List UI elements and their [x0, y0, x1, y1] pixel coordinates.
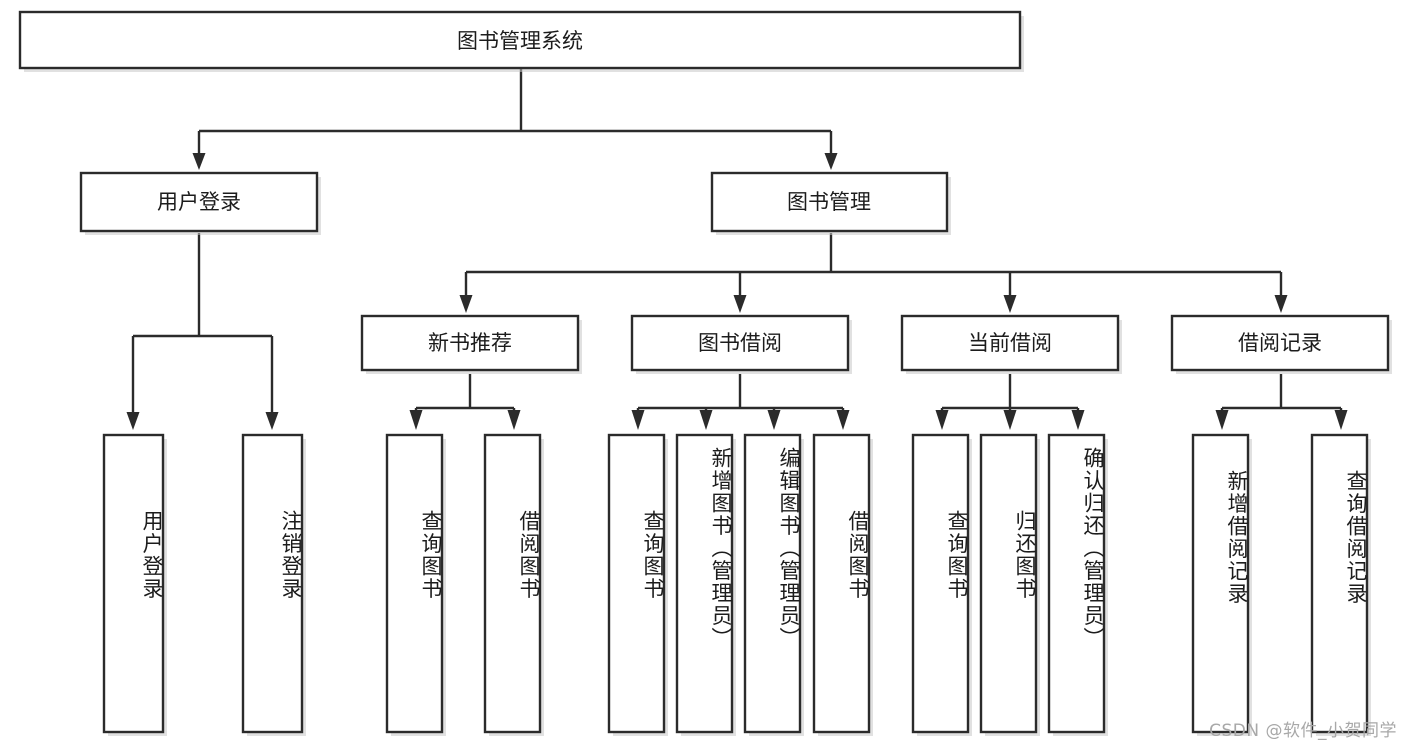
connector-group-user-login — [126, 233, 279, 430]
arrow-user-login-leaf-2 — [265, 412, 279, 430]
connector-group-root — [192, 69, 838, 170]
node-borrow-record[interactable]: 借阅记录 — [1170, 314, 1392, 374]
node-book-borrow[interactable]: 图书借阅 — [630, 314, 852, 374]
arrow-nbr-leaf-1 — [409, 410, 423, 430]
arrow-br-leaf-2 — [1334, 410, 1348, 430]
node-current-borrow-box[interactable] — [900, 314, 1120, 372]
node-book-borrow-label: 图书借阅 — [698, 331, 782, 355]
connector-group-new-book-rec — [409, 374, 521, 430]
node-new-book-recommend[interactable]: 新书推荐 — [360, 314, 582, 374]
arrow-bb-leaf-3 — [767, 410, 781, 430]
leaf-box-query-book-nbr[interactable] — [385, 433, 444, 734]
node-book-borrow-box[interactable] — [630, 314, 850, 372]
node-current-borrow-label: 当前借阅 — [968, 331, 1052, 355]
leaf-box-edit-book-admin[interactable] — [743, 433, 802, 734]
connector-group-current-borrow — [935, 374, 1085, 430]
leaf-boxes — [102, 433, 1371, 736]
arrow-root-to-book-mgmt — [824, 153, 838, 170]
arrow-bb-leaf-1 — [631, 410, 645, 430]
arrow-bb-leaf-2 — [699, 410, 713, 430]
arrow-to-book-borrow — [733, 295, 747, 313]
node-user-login-box[interactable] — [79, 171, 319, 233]
node-root-box[interactable] — [18, 10, 1022, 70]
leaf-box-borrow-book-nbr[interactable] — [483, 433, 542, 734]
arrow-to-borrow-record — [1274, 295, 1288, 313]
arrow-user-login-leaf-1 — [126, 412, 140, 430]
arrow-cb-leaf-1 — [935, 410, 949, 430]
leaf-box-user-login[interactable] — [102, 433, 165, 734]
connector-group-borrow-record — [1215, 374, 1348, 430]
node-borrow-record-box[interactable] — [1170, 314, 1390, 372]
node-root-label: 图书管理系统 — [457, 29, 583, 53]
arrow-cb-leaf-3 — [1071, 410, 1085, 430]
watermark-text: CSDN @软件_小贺同学 — [1209, 721, 1397, 741]
node-book-management-box[interactable] — [710, 171, 949, 233]
arrow-cb-leaf-2 — [1003, 410, 1017, 430]
arrow-root-to-user-login — [192, 153, 206, 170]
arrow-br-leaf-1 — [1215, 410, 1229, 430]
leaf-box-query-borrow-record[interactable] — [1310, 433, 1369, 734]
arrow-nbr-leaf-2 — [507, 410, 521, 430]
node-user-login[interactable]: 用户登录 — [79, 171, 321, 235]
node-user-login-label: 用户登录 — [157, 190, 241, 214]
arrow-to-new-book-rec — [459, 295, 473, 313]
node-current-borrow[interactable]: 当前借阅 — [900, 314, 1122, 374]
leaf-box-return-book[interactable] — [979, 433, 1038, 734]
leaf-box-add-borrow-record[interactable] — [1191, 433, 1250, 734]
leaf-box-borrow-book-bb[interactable] — [812, 433, 871, 734]
leaf-box-logout[interactable] — [241, 433, 304, 734]
connector-group-book-mgmt — [459, 233, 1288, 313]
connector-group-book-borrow — [631, 374, 850, 430]
node-book-management-label: 图书管理 — [787, 190, 871, 214]
node-root[interactable]: 图书管理系统 — [18, 10, 1024, 72]
node-book-management[interactable]: 图书管理 — [710, 171, 951, 235]
arrow-bb-leaf-4 — [836, 410, 850, 430]
leaf-box-query-book-cb[interactable] — [911, 433, 970, 734]
leaf-box-confirm-return-admin[interactable] — [1047, 433, 1106, 734]
arrow-to-current-borrow — [1003, 295, 1017, 313]
node-new-book-recommend-label: 新书推荐 — [428, 331, 512, 355]
leaf-box-add-book-admin[interactable] — [675, 433, 734, 734]
node-borrow-record-label: 借阅记录 — [1238, 331, 1322, 355]
leaf-box-query-book-bb[interactable] — [607, 433, 666, 734]
node-new-book-recommend-box[interactable] — [360, 314, 580, 372]
